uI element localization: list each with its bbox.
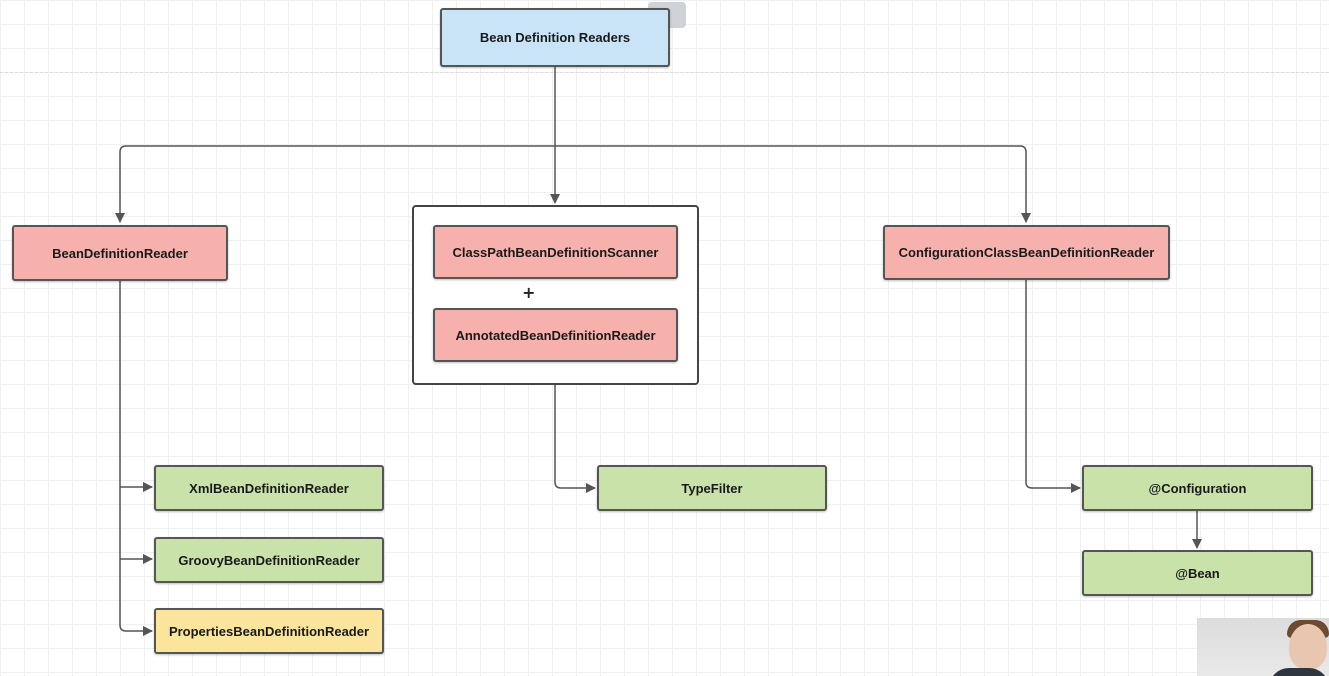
bean-definition-reader-node[interactable]: BeanDefinitionReader: [12, 225, 228, 281]
connector-bus-right: [555, 145, 1031, 223]
bean-definition-reader-label: BeanDefinitionReader: [52, 245, 188, 261]
properties-reader-label: PropertiesBeanDefinitionReader: [168, 623, 370, 639]
configuration-class-reader-label: ConfigurationClassBeanDefinitionReader: [898, 245, 1155, 260]
plus-join-symbol: +: [522, 283, 535, 302]
xml-reader-label: XmlBeanDefinitionReader: [189, 480, 349, 496]
presenter-face: [1289, 624, 1327, 670]
configuration-annotation-label: @Configuration: [1148, 480, 1247, 496]
configuration-class-reader-node[interactable]: ConfigurationClassBeanDefinitionReader: [883, 225, 1170, 280]
groovy-reader-node[interactable]: GroovyBeanDefinitionReader: [154, 537, 384, 583]
xml-reader-node[interactable]: XmlBeanDefinitionReader: [154, 465, 384, 511]
connector-left-trunk: [119, 281, 153, 636]
root-node[interactable]: Bean Definition Readers: [440, 8, 670, 67]
bean-annotation-label: @Bean: [1175, 565, 1220, 581]
properties-reader-node[interactable]: PropertiesBeanDefinitionReader: [154, 608, 384, 654]
connector-center-typefilter: [554, 385, 596, 493]
classpath-scanner-node[interactable]: ClassPathBeanDefinitionScanner: [433, 225, 678, 279]
classpath-scanner-label: ClassPathBeanDefinitionScanner: [452, 244, 659, 260]
typefilter-label: TypeFilter: [681, 480, 743, 496]
connector-bus-left: [115, 145, 555, 223]
bean-annotation-node[interactable]: @Bean: [1082, 550, 1313, 596]
typefilter-node[interactable]: TypeFilter: [597, 465, 827, 511]
background-dashed-guide: [0, 72, 1329, 73]
annotated-reader-node[interactable]: AnnotatedBeanDefinitionReader: [433, 308, 678, 362]
configuration-annotation-node[interactable]: @Configuration: [1082, 465, 1313, 511]
plus-join-text: +: [522, 283, 536, 302]
annotated-reader-label: AnnotatedBeanDefinitionReader: [455, 327, 656, 343]
connector-right-configuration: [1025, 280, 1081, 493]
webcam-overlay: [1197, 618, 1329, 676]
root-node-label: Bean Definition Readers: [479, 30, 631, 45]
groovy-reader-label: GroovyBeanDefinitionReader: [178, 552, 360, 568]
presenter-shoulders: [1269, 668, 1329, 676]
